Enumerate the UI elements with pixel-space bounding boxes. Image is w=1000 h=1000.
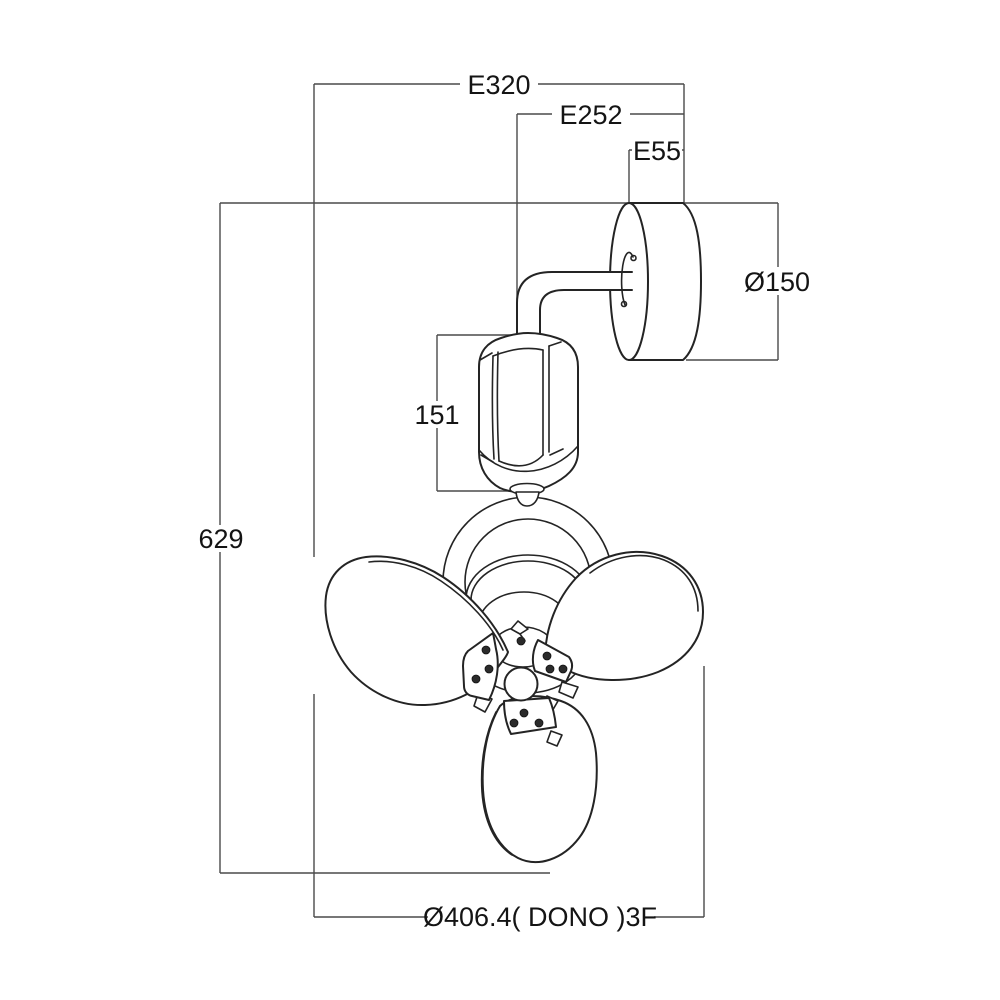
dim-text-e320: E320 — [467, 70, 530, 100]
dim-label-e252: E252 — [552, 100, 630, 130]
dim-text-d150: Ø150 — [744, 267, 810, 297]
lantern-bottom-arc — [498, 454, 544, 467]
screw — [545, 664, 555, 674]
dim-text-629: 629 — [198, 524, 243, 554]
lantern-top-arc — [492, 347, 544, 357]
blade-bottom — [481, 695, 598, 863]
screw — [509, 718, 519, 728]
blade-right-edge-line — [589, 554, 699, 612]
dimension-labels: E320 E252 E55 Ø150 151 629 Ø406.4( DONO … — [196, 70, 810, 932]
balance-flag — [510, 620, 529, 635]
clip-tab-right — [558, 681, 579, 699]
canopy-body — [628, 202, 702, 361]
dim-label-bg — [413, 401, 461, 428]
arm-mount-collar — [620, 251, 634, 306]
arm-outer-edge — [516, 271, 633, 342]
screw — [534, 718, 544, 728]
collar-screw-bottom — [620, 300, 628, 308]
dim-label-bg — [460, 70, 538, 98]
clip-tab-bottom — [546, 730, 563, 747]
dim-label-151: 151 — [413, 400, 461, 430]
hub-ball — [503, 666, 539, 702]
dim-label-e320: E320 — [460, 70, 538, 100]
screw — [558, 664, 568, 674]
dim-text-e252: E252 — [559, 100, 622, 130]
collar-screw-top — [630, 254, 637, 262]
dim-text-151: 151 — [414, 400, 459, 430]
screw — [471, 674, 481, 684]
screw — [481, 645, 491, 655]
mounting-arm — [516, 251, 637, 342]
dim-label-bg — [196, 525, 246, 552]
motor-lantern — [478, 332, 579, 507]
lantern-outline — [478, 332, 579, 493]
dim-label-bg — [744, 267, 810, 295]
wall-canopy — [609, 202, 702, 361]
dim-label-d406: Ø406.4( DONO )3F — [423, 902, 657, 932]
lantern-facet-right — [542, 345, 550, 456]
iron-bottom-plate — [503, 697, 557, 735]
blade-iron-bottom — [503, 697, 557, 735]
lantern-facet-left — [491, 351, 500, 462]
screw — [542, 651, 552, 661]
finial-dome — [515, 491, 540, 507]
dim-label-bg — [632, 136, 682, 164]
dim-label-bg — [428, 902, 654, 931]
dim-label-e55: E55 — [632, 136, 682, 166]
blade-iron-right — [531, 639, 574, 683]
arm-inner-edge — [539, 289, 633, 342]
screw — [484, 664, 494, 674]
blade-left-edge-line — [368, 560, 504, 651]
dim-label-bg — [552, 100, 630, 128]
dim-text-e55: E55 — [633, 136, 681, 166]
balance-flag-tail — [519, 633, 526, 642]
blade-bottom-edge-line — [480, 711, 513, 856]
lantern-bevels — [479, 341, 564, 463]
screw — [519, 708, 529, 718]
hub-details — [462, 620, 579, 747]
blade-iron-left — [462, 632, 499, 701]
dim-label-d150: Ø150 — [744, 267, 810, 297]
dim-text-d406: Ø406.4( DONO )3F — [423, 902, 657, 932]
dim-label-629: 629 — [196, 524, 246, 554]
